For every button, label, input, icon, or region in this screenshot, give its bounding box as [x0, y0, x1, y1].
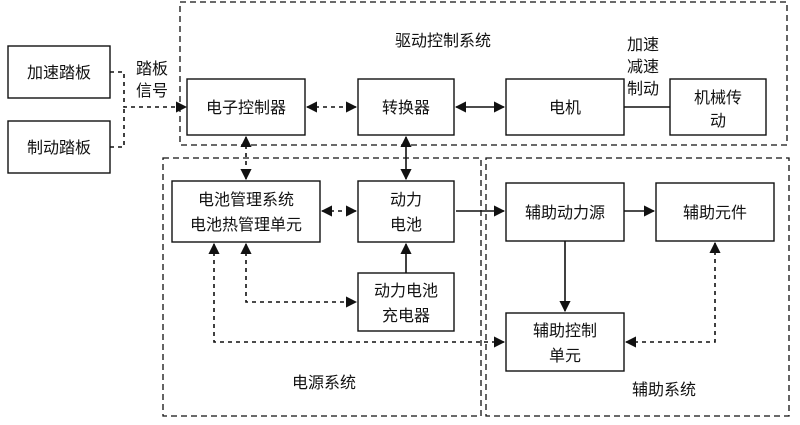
brake-pedal-connector	[110, 107, 125, 148]
power-battery-label-1: 动力	[390, 190, 422, 209]
aux-control-box: 辅助控制 单元	[505, 312, 625, 372]
mechanical-transmission-box: 机械传 动	[669, 78, 767, 136]
power-battery-box: 动力 电池	[357, 180, 455, 243]
drive-control-region	[179, 1, 788, 146]
mechanical-transmission-label-2: 动	[710, 111, 726, 130]
accel-pedal-box: 加速踏板	[7, 45, 111, 99]
aux-component-box: 辅助元件	[655, 182, 775, 242]
bms-charger-connector	[240, 242, 358, 308]
battery-charger-label-1: 动力电池	[374, 281, 438, 300]
brake-pedal-label: 制动踏板	[27, 138, 91, 157]
aux-control-label-2: 单元	[549, 346, 581, 365]
accel-pedal-label: 加速踏板	[27, 63, 91, 82]
auxcontrol-auxcomp-connector	[624, 241, 721, 348]
battery-charger-label-2: 充电器	[382, 306, 430, 325]
bms-label-1: 电池管理系统	[198, 190, 294, 209]
power-system-region	[162, 157, 482, 417]
accel-decel-label-3: 制动	[627, 79, 659, 98]
bms-label-2: 电池热管理单元	[190, 215, 302, 234]
ecu-box: 电子控制器	[186, 78, 306, 136]
pedal-signal-label-1: 踏板	[136, 59, 168, 78]
converter-label: 转换器	[382, 98, 430, 117]
aux-power-label: 辅助动力源	[525, 203, 605, 222]
mechanical-transmission-label-1: 机械传	[694, 88, 742, 107]
ecu-label: 电子控制器	[206, 98, 286, 117]
accel-pedal-connector	[110, 71, 188, 113]
drive-control-title: 驱动控制系统	[395, 31, 491, 50]
aux-power-box: 辅助动力源	[505, 182, 625, 242]
power-system-title: 电源系统	[292, 373, 356, 392]
aux-system-title: 辅助系统	[632, 380, 696, 399]
bms-auxcontrol-connector	[208, 242, 506, 348]
aux-component-label: 辅助元件	[683, 203, 747, 222]
motor-box: 电机	[505, 78, 625, 136]
converter-box: 转换器	[357, 78, 455, 136]
battery-charger-box: 动力电池 充电器	[357, 272, 455, 332]
bms-box: 电池管理系统 电池热管理单元	[171, 180, 321, 243]
brake-pedal-box: 制动踏板	[7, 120, 111, 174]
motor-label: 电机	[549, 98, 581, 117]
accel-decel-label-1: 加速	[627, 35, 659, 54]
pedal-signal-label-2: 信号	[136, 81, 168, 100]
aux-control-label-1: 辅助控制	[533, 321, 597, 340]
accel-decel-label-2: 减速	[627, 57, 659, 76]
power-battery-label-2: 电池	[390, 215, 422, 234]
